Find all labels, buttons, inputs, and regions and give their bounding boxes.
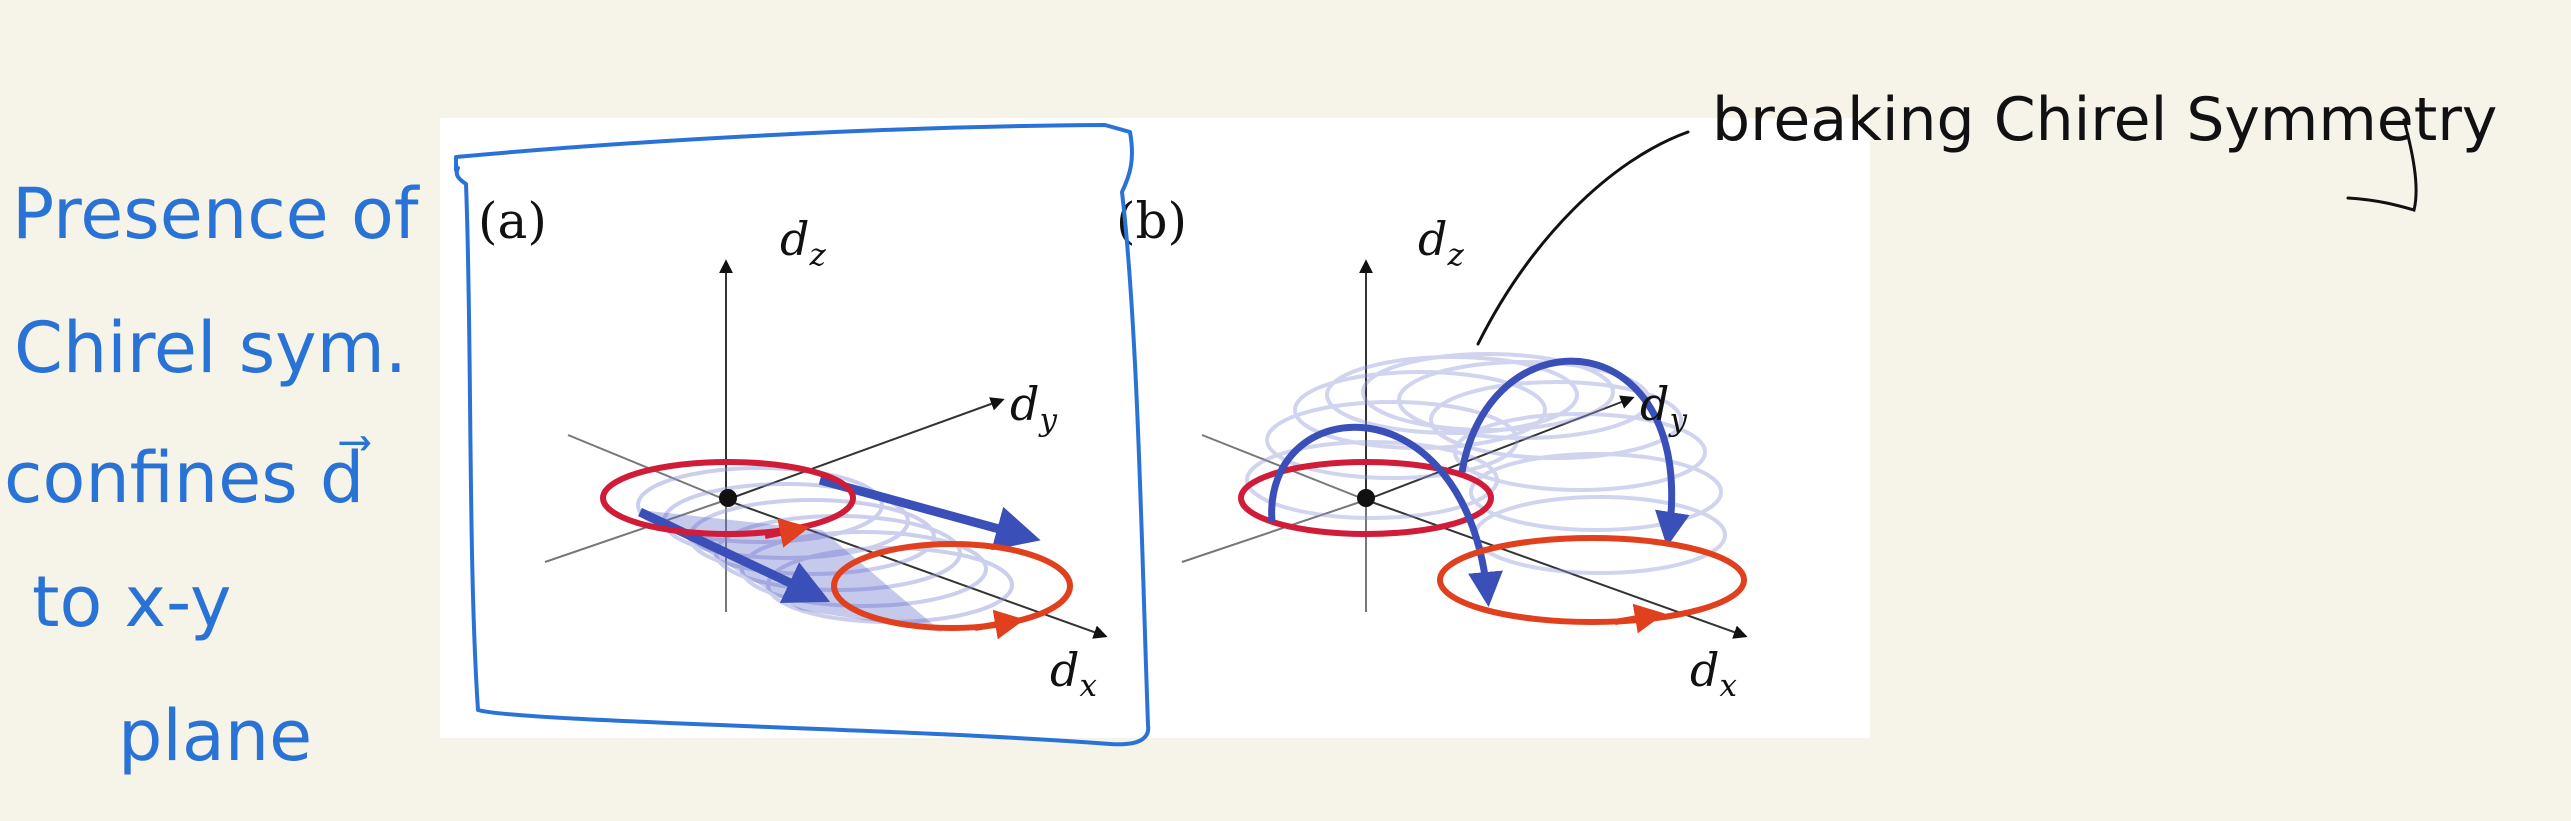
panel-a-highlight-box (454, 123, 1151, 747)
panel-a-label-dz: dz (780, 212, 826, 273)
left-note-line-4: to x-y (32, 561, 231, 643)
panel-b-label-dz: dz (1418, 212, 1464, 273)
panel-b: (b) (1116, 192, 1748, 704)
panel-a-origin (719, 489, 737, 507)
panel-a-tag: (a) (478, 192, 547, 250)
panel-a-axis-y-back (544, 499, 727, 563)
panel-b-loop-end-arrow (1614, 603, 1665, 634)
figure-panel (440, 118, 1870, 738)
panel-a-loop-start-arrow (764, 518, 810, 548)
right-note-text: breaking Chirel Symmetry (1712, 85, 2497, 155)
left-note-line-5: plane (118, 695, 312, 777)
panel-a-transport-arrow-top (818, 475, 1041, 551)
panel-b-axis-y-back (1181, 499, 1367, 563)
panel-b-arc-front (1268, 423, 1503, 607)
panel-b-origin (1357, 489, 1375, 507)
panel-a-label-dy: dy (1010, 377, 1057, 438)
panel-a: (a) (478, 192, 1108, 704)
left-note-line-1: Presence of (12, 173, 420, 255)
panel-a-loop-end-arrow (974, 609, 1025, 640)
left-note-line-3: confines d⃗ (4, 435, 371, 519)
left-annotation: Presence of Chirel sym. confines d⃗ to x… (4, 173, 420, 777)
panel-b-loop-start (1238, 459, 1494, 537)
panel-b-label-dx: dx (1690, 643, 1737, 704)
panel-a-loop-end (831, 541, 1073, 631)
panel-a-label-dx: dx (1050, 643, 1097, 704)
right-annotation-pointer (1476, 130, 1690, 346)
panel-b-loop-end (1437, 535, 1747, 625)
panel-b-arc-back (1458, 357, 1690, 547)
panel-a-transport-arrow-bottom (638, 507, 831, 603)
panel-b-label-dy: dy (1640, 377, 1687, 438)
right-note-underline (2346, 118, 2418, 212)
panel-a-axis-y (725, 397, 1005, 501)
panel-a-loop-start (600, 459, 856, 537)
left-note-line-2: Chirel sym. (14, 307, 407, 389)
panel-b-axis-y (1365, 395, 1635, 501)
